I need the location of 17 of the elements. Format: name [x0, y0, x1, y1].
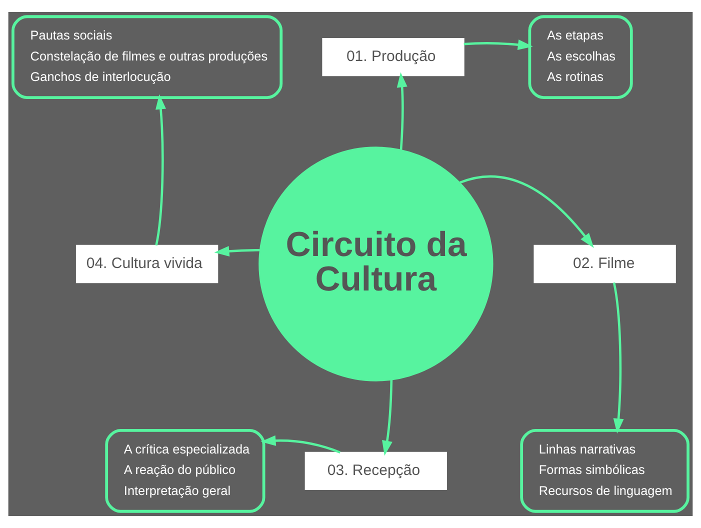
node-box: 01. Produção: [322, 38, 464, 76]
node-box: Pautas sociais Constelação de filmes e outras produções Ganchos de interlocução: [12, 15, 283, 99]
node-box: A crítica especializada A reação do público Interpretação geral: [105, 429, 266, 513]
arrow: [260, 435, 341, 454]
node-box: As etapas As escolhas As rotinas: [528, 15, 633, 99]
arrow: [396, 72, 408, 150]
arrow: [464, 40, 533, 50]
node-box: 02. Filme: [534, 244, 676, 284]
arrow: [460, 175, 594, 248]
node-box: Linhas narrativas Formas simbólicas Recursos de linguagem: [520, 429, 690, 513]
arrow: [155, 94, 166, 246]
arrow: [382, 380, 393, 456]
node-circle: Circuito da Cultura: [258, 146, 494, 382]
arrow: [214, 246, 260, 256]
node-box: 03. Recepção: [304, 452, 448, 490]
arrow: [612, 282, 624, 434]
node-box: 04. Cultura vivida: [76, 244, 218, 284]
